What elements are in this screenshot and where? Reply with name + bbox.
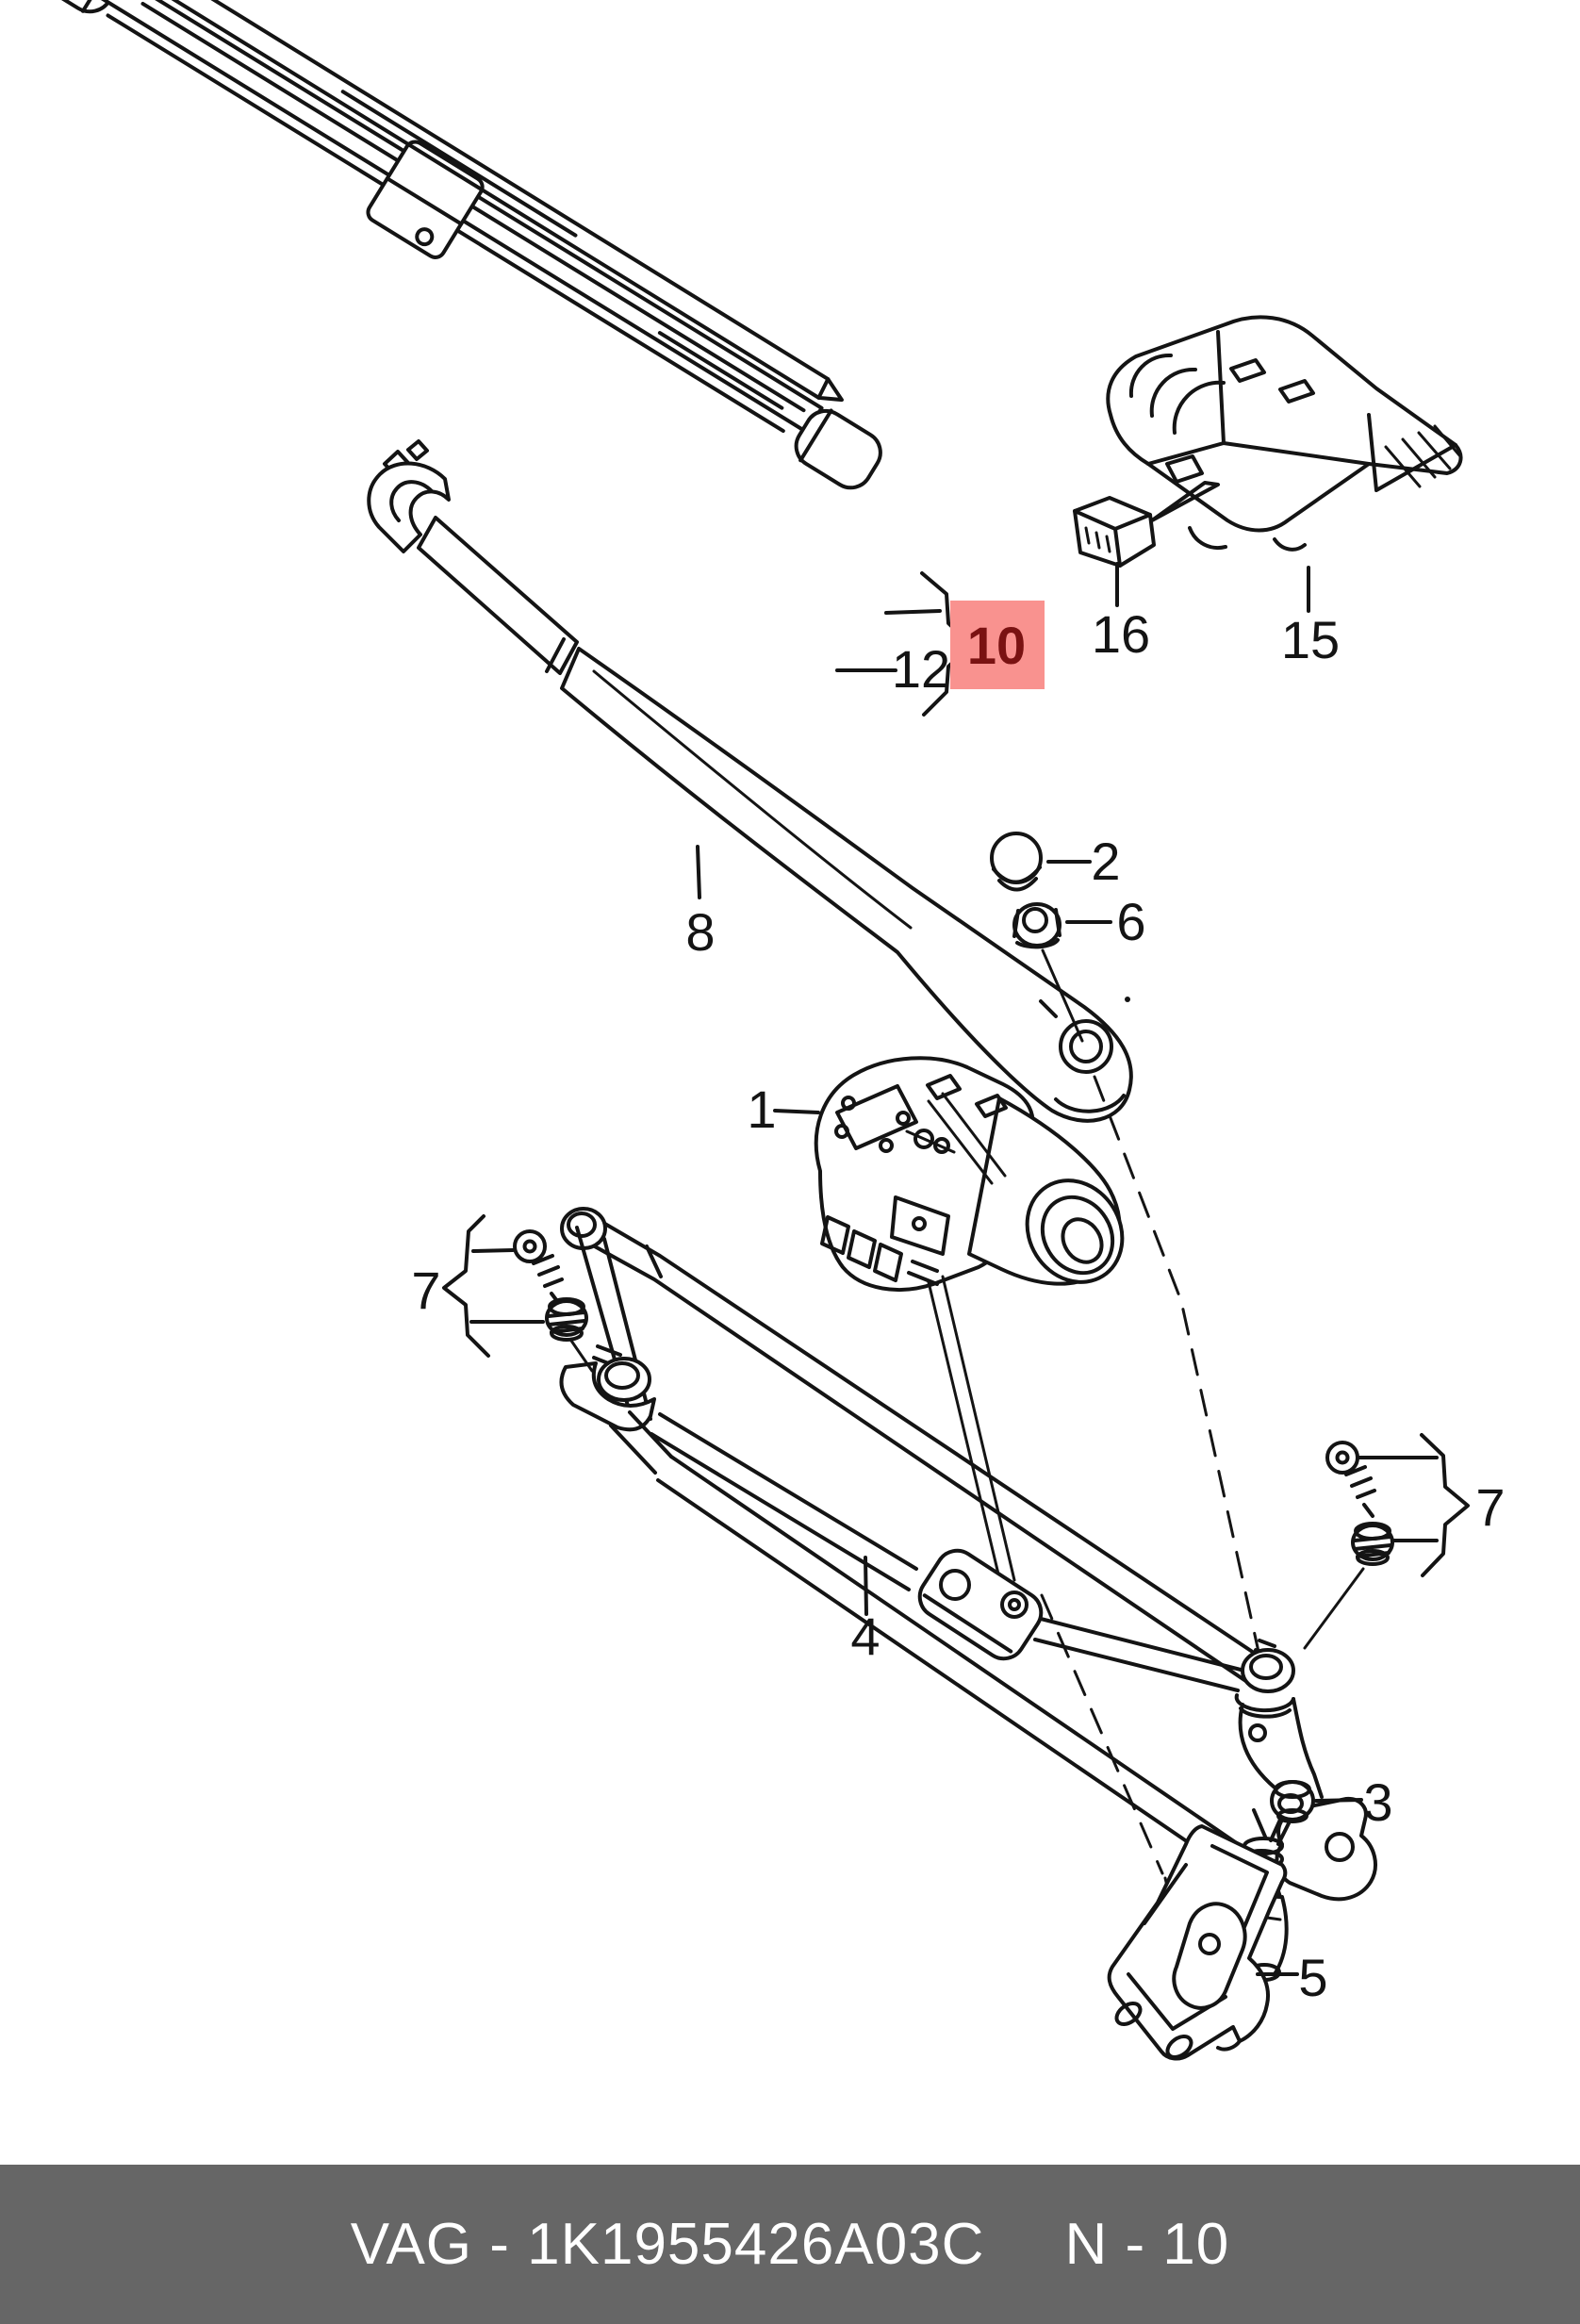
nut-drawing: [1012, 902, 1112, 1043]
part-callout-10-highlighted[interactable]: 10: [967, 616, 1026, 675]
part-callout-5[interactable]: 5: [1298, 1948, 1327, 2007]
footer-page-ref: N - 10: [1064, 2212, 1230, 2277]
part-callout-3[interactable]: 3: [1363, 1772, 1392, 1832]
part-callout-2[interactable]: 2: [1091, 832, 1120, 891]
part-callout-15[interactable]: 15: [1281, 610, 1340, 669]
diagram-canvas: 1 2 3 4 5 6 7 7 8 10 12 15 16: [24, 0, 1506, 2061]
footer-bar: VAG - 1K1955426A03C N - 10: [0, 2165, 1580, 2324]
part-callout-12[interactable]: 12: [892, 639, 950, 699]
part-callout-7-left[interactable]: 7: [411, 1261, 440, 1320]
highlight-box-part-10[interactable]: [950, 601, 1045, 689]
part-callout-1[interactable]: 1: [747, 1080, 776, 1139]
callouts: 1 2 3 4 5 6 7 7 8 10 12 15 16: [411, 604, 1505, 2007]
mount-screw-grommet-right: [1303, 1433, 1470, 1650]
bracket-5-drawing: [1107, 1824, 1299, 2061]
part-callout-16[interactable]: 16: [1092, 604, 1150, 664]
callout-15-16-leaders: [1115, 562, 1310, 613]
cap-drawing: [990, 832, 1092, 892]
part-callout-6[interactable]: 6: [1116, 892, 1145, 951]
wiper-blade-drawing: [24, 0, 882, 490]
wiper-refill-drawing: [144, 0, 844, 403]
part-callout-8[interactable]: 8: [685, 902, 715, 962]
part-callout-4[interactable]: 4: [850, 1607, 880, 1666]
relay-drawing: [1106, 315, 1463, 552]
wiper-motor-drawing: [773, 1056, 1125, 1588]
grommet-3-drawing: [1269, 1780, 1363, 1846]
part-callout-7-right[interactable]: 7: [1475, 1477, 1505, 1537]
connector-drawing: [1073, 481, 1220, 568]
wiper-arm-drawing: [367, 439, 1133, 1123]
mount-screw-grommet-left: [442, 1214, 594, 1373]
footer-catalog-code: VAG - 1K1955426A03C: [350, 2212, 985, 2277]
